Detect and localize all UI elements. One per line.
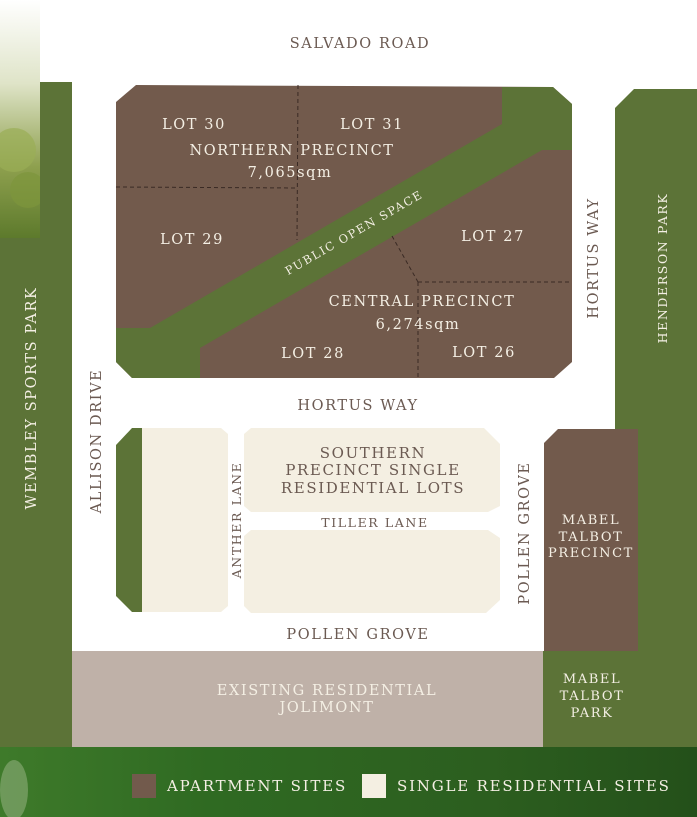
legend-item-single-residential-sites: SINGLE RESIDENTIAL SITES xyxy=(362,774,671,798)
hortus-way-horizontal-label: HORTUS WAY xyxy=(297,398,418,414)
svg-text:SOUTHERN: SOUTHERN xyxy=(320,444,426,462)
allison-drive-label: ALLISON DRIVE xyxy=(89,369,105,515)
hortus-way-vertical-label: HORTUS WAY xyxy=(586,197,602,318)
svg-text:TALBOT: TALBOT xyxy=(560,689,625,704)
svg-text:RESIDENTIAL LOTS: RESIDENTIAL LOTS xyxy=(281,479,465,497)
lot-30-label: LOT 30 xyxy=(162,117,226,133)
wembley-sports-park-label: WEMBLEY SPORTS PARK xyxy=(24,287,40,510)
tiller-lane-label: TILLER LANE xyxy=(321,515,428,530)
legend-label-apartment: APARTMENT SITES xyxy=(167,777,348,795)
existing-residential-label: EXISTING RESIDENTIAL JOLIMONT xyxy=(217,683,437,716)
lot-26-label: LOT 26 xyxy=(452,345,516,361)
pollen-grove-vertical-label: POLLEN GROVE xyxy=(517,461,533,604)
footer-band xyxy=(0,747,697,817)
single-residential-lot-north xyxy=(244,428,500,512)
single-residential-lot-west xyxy=(142,428,228,612)
lot-boundaries xyxy=(115,84,572,378)
mabel-talbot-precinct xyxy=(544,429,638,651)
svg-text:JOLIMONT: JOLIMONT xyxy=(278,700,375,716)
central-precinct-area: 6,274sqm xyxy=(376,317,461,333)
northern-precinct-area: 7,065sqm xyxy=(248,165,333,181)
lot-27-label: LOT 27 xyxy=(461,229,525,245)
lot-28-label: LOT 28 xyxy=(281,346,345,362)
pollen-grove-horizontal-label: POLLEN GROVE xyxy=(286,627,429,643)
lot-29-label: LOT 29 xyxy=(160,232,224,248)
salvado-road-label: SALVADO ROAD xyxy=(290,36,431,52)
mabel-talbot-precinct-label: MABEL TALBOT PRECINCT xyxy=(548,513,634,561)
buffer-green-strip xyxy=(116,428,145,612)
svg-text:MABEL: MABEL xyxy=(563,672,621,687)
existing-residential-block xyxy=(72,651,543,747)
svg-text:PARK: PARK xyxy=(571,706,614,721)
svg-text:PRECINCT: PRECINCT xyxy=(548,546,634,561)
anther-lane-label: ANTHER LANE xyxy=(229,462,244,580)
map-legend: APARTMENT SITES SINGLE RESIDENTIAL SITES xyxy=(0,747,697,817)
wembley-sports-park xyxy=(0,82,72,747)
svg-text:EXISTING RESIDENTIAL: EXISTING RESIDENTIAL xyxy=(217,683,437,699)
lot-31-label: LOT 31 xyxy=(340,117,404,133)
legend-item-apartment-sites: APARTMENT SITES xyxy=(132,774,347,798)
single-residential-lot-south xyxy=(244,530,500,613)
public-open-space xyxy=(116,87,572,378)
henderson-park-label: HENDERSON PARK xyxy=(655,193,670,344)
southern-precinct-label: SOUTHERN PRECINCT SINGLE RESIDENTIAL LOT… xyxy=(281,444,465,497)
single-residential-swatch-icon xyxy=(362,774,386,798)
northern-precinct-name: NORTHERN PRECINCT xyxy=(189,143,394,159)
svg-text:MABEL: MABEL xyxy=(562,513,620,528)
legend-label-single-residential: SINGLE RESIDENTIAL SITES xyxy=(397,777,671,795)
mabel-talbot-park-label: MABEL TALBOT PARK xyxy=(560,672,625,721)
apartment-swatch-icon xyxy=(132,774,156,798)
svg-text:TALBOT: TALBOT xyxy=(559,530,624,545)
svg-text:PRECINCT SINGLE: PRECINCT SINGLE xyxy=(285,461,460,479)
central-precinct-name: CENTRAL PRECINCT xyxy=(329,294,516,310)
henderson-park xyxy=(543,89,697,747)
